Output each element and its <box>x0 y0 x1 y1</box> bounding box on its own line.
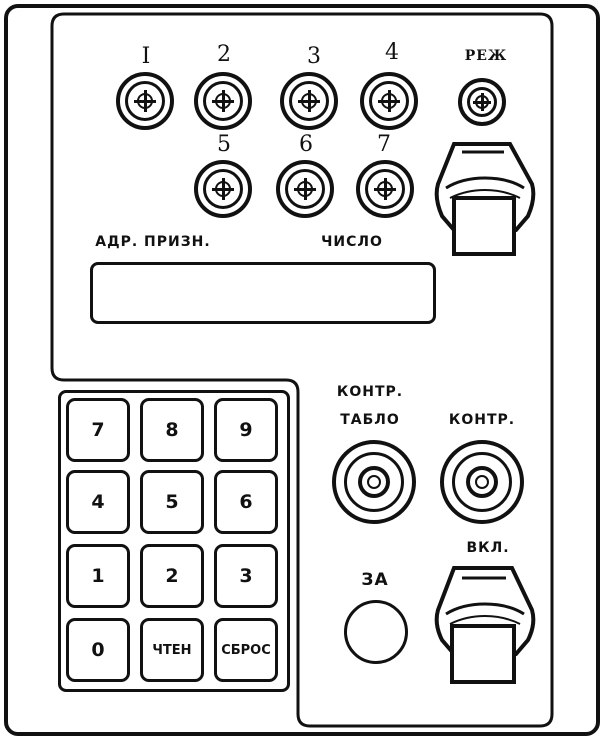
indicator-lamp-2 <box>194 72 252 130</box>
panel-check-label-line1: КОНТР. <box>336 384 404 400</box>
panel-check-label-line2: ТАБЛО <box>340 412 400 428</box>
read-button[interactable]: ЧТЕН <box>140 618 204 682</box>
key-4[interactable]: 4 <box>66 470 130 534</box>
mode-toggle-switch[interactable] <box>432 138 538 258</box>
indicator-lamp-3 <box>280 72 338 130</box>
keypad <box>58 390 290 692</box>
indicator-lamp-6 <box>276 160 334 218</box>
key-6[interactable]: 6 <box>214 470 278 534</box>
indicator-lamp-7 <box>356 160 414 218</box>
key-7[interactable]: 7 <box>66 398 130 462</box>
indicator-7-label: 7 <box>377 132 391 157</box>
key-5[interactable]: 5 <box>140 470 204 534</box>
za-label: ЗА <box>361 570 389 590</box>
mode-indicator-label: РЕЖ <box>464 48 508 64</box>
key-2[interactable]: 2 <box>140 544 204 608</box>
check-label: КОНТР. <box>448 412 516 428</box>
reset-button[interactable]: СБРОС <box>214 618 278 682</box>
key-1[interactable]: 1 <box>66 544 130 608</box>
key-8[interactable]: 8 <box>140 398 204 462</box>
number-label: ЧИСЛО <box>321 234 383 250</box>
indicator-1-label: I <box>141 44 151 69</box>
indicator-4-label: 4 <box>385 40 399 65</box>
key-0[interactable]: 0 <box>66 618 130 682</box>
panel-check-button[interactable] <box>332 440 416 524</box>
power-toggle-switch[interactable] <box>432 562 538 686</box>
indicator-3-label: 3 <box>307 44 321 69</box>
za-button[interactable] <box>344 600 408 664</box>
indicator-lamp-4 <box>360 72 418 130</box>
power-label: ВКЛ. <box>466 540 510 556</box>
indicator-lamp-5 <box>194 160 252 218</box>
display-window <box>90 262 436 324</box>
key-9[interactable]: 9 <box>214 398 278 462</box>
indicator-6-label: 6 <box>299 132 313 157</box>
check-button[interactable] <box>440 440 524 524</box>
mode-indicator-lamp <box>458 78 506 126</box>
indicator-5-label: 5 <box>217 132 231 157</box>
indicator-lamp-1 <box>116 72 174 130</box>
address-label: АДР. ПРИЗН. <box>95 234 211 250</box>
indicator-2-label: 2 <box>217 42 231 67</box>
key-3[interactable]: 3 <box>214 544 278 608</box>
